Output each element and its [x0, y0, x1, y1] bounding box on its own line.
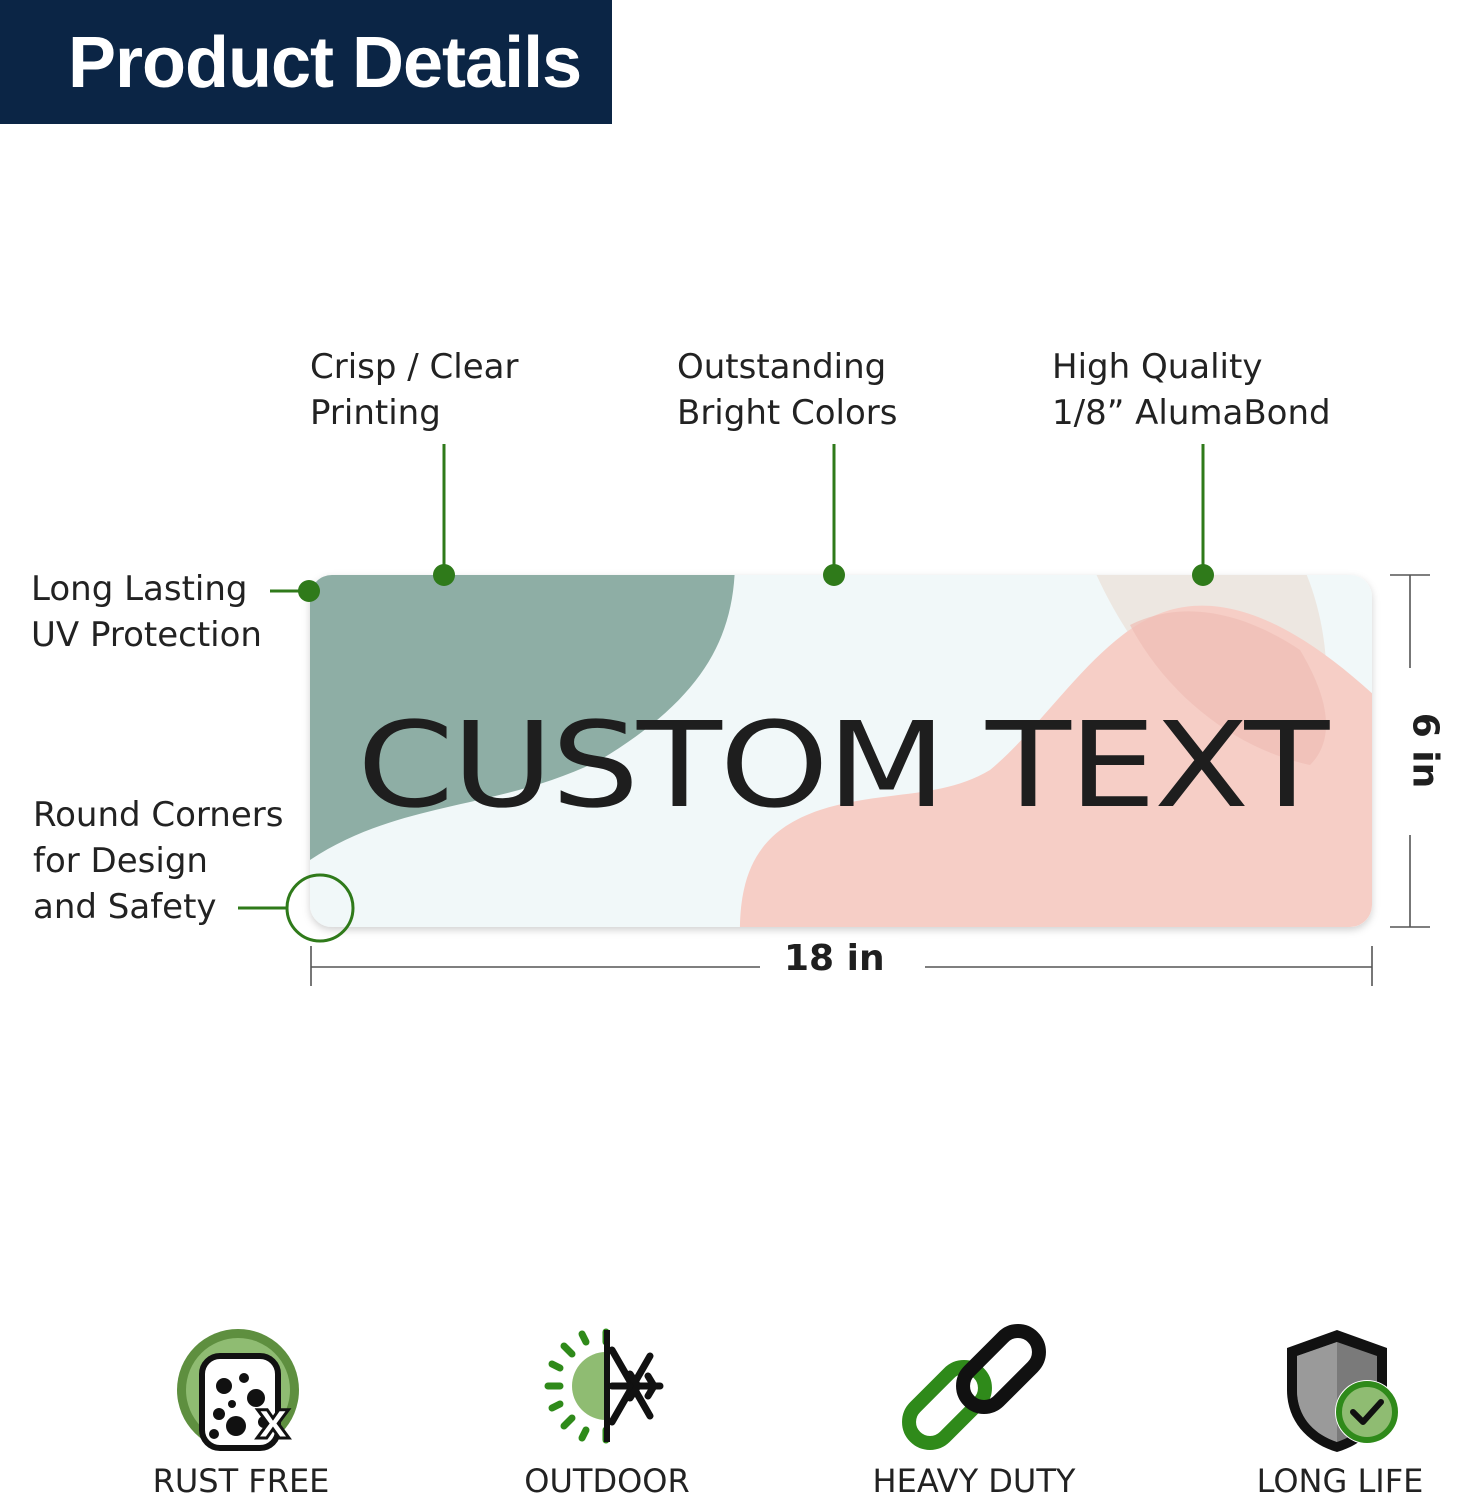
- feature-row: x RUST FREE: [0, 1320, 1435, 1500]
- callout-uv-line-2: UV Protection: [31, 615, 262, 655]
- callout-colors: Outstanding Bright Colors: [677, 344, 898, 436]
- feature-rust-free: x RUST FREE: [111, 1320, 371, 1500]
- pink-overlap-shape: [1130, 611, 1327, 765]
- callout-lines: [238, 444, 1205, 910]
- sign-diagram: CUSTOM TEXT: [238, 444, 1430, 986]
- callout-material: High Quality 1/8” AlumaBond: [1052, 344, 1331, 436]
- callout-corners: Round Corners for Design and Safety: [33, 792, 283, 930]
- feature-label-rust-free: RUST FREE: [152, 1462, 330, 1500]
- shield-clock-icon: [1287, 1330, 1399, 1452]
- chain-link-icon: [902, 1324, 1046, 1450]
- feature-long-life: LONG LIFE: [1210, 1320, 1470, 1500]
- height-dimension-label: 6 in: [1404, 712, 1446, 789]
- feature-label-long-life: LONG LIFE: [1256, 1462, 1424, 1500]
- page-title: Product Details: [68, 23, 582, 103]
- feature-heavy-duty: HEAVY DUTY: [844, 1320, 1104, 1500]
- width-dimension-label: 18 in: [770, 938, 899, 979]
- corner-highlight-circle: [285, 873, 355, 943]
- sage-shape: [310, 575, 735, 860]
- callout-material-line-1: High Quality: [1052, 347, 1263, 387]
- callout-corners-line-3: and Safety: [33, 887, 217, 927]
- feature-label-outdoor: OUTDOOR: [524, 1462, 690, 1500]
- feature-outdoor: OUTDOOR: [477, 1320, 737, 1500]
- width-dimension-line: [310, 946, 1373, 986]
- sun-snowflake-icon: [544, 1328, 664, 1444]
- callout-corners-line-2: for Design: [33, 841, 208, 881]
- callout-colors-line-2: Bright Colors: [677, 393, 898, 433]
- callout-material-line-2: 1/8” AlumaBond: [1052, 393, 1331, 433]
- callout-corners-line-1: Round Corners: [33, 795, 284, 835]
- callout-colors-line-1: Outstanding: [677, 347, 887, 387]
- svg-text:x: x: [256, 1391, 290, 1451]
- callout-uv: Long Lasting UV Protection: [31, 566, 262, 658]
- height-dimension-line: [1390, 574, 1430, 928]
- sign-custom-text: CUSTOM TEXT: [357, 696, 1330, 834]
- callout-dots: [298, 564, 1214, 602]
- callout-uv-line-1: Long Lasting: [31, 569, 248, 609]
- feature-label-heavy-duty: HEAVY DUTY: [872, 1462, 1076, 1500]
- callout-printing-line-1: Crisp / Clear: [310, 347, 519, 387]
- sign-panel: CUSTOM TEXT: [310, 575, 1372, 927]
- callout-printing: Crisp / Clear Printing: [310, 344, 518, 436]
- rust-free-icon: x: [177, 1329, 299, 1453]
- header-banner: Product Details: [0, 0, 612, 124]
- callout-printing-line-2: Printing: [310, 393, 441, 433]
